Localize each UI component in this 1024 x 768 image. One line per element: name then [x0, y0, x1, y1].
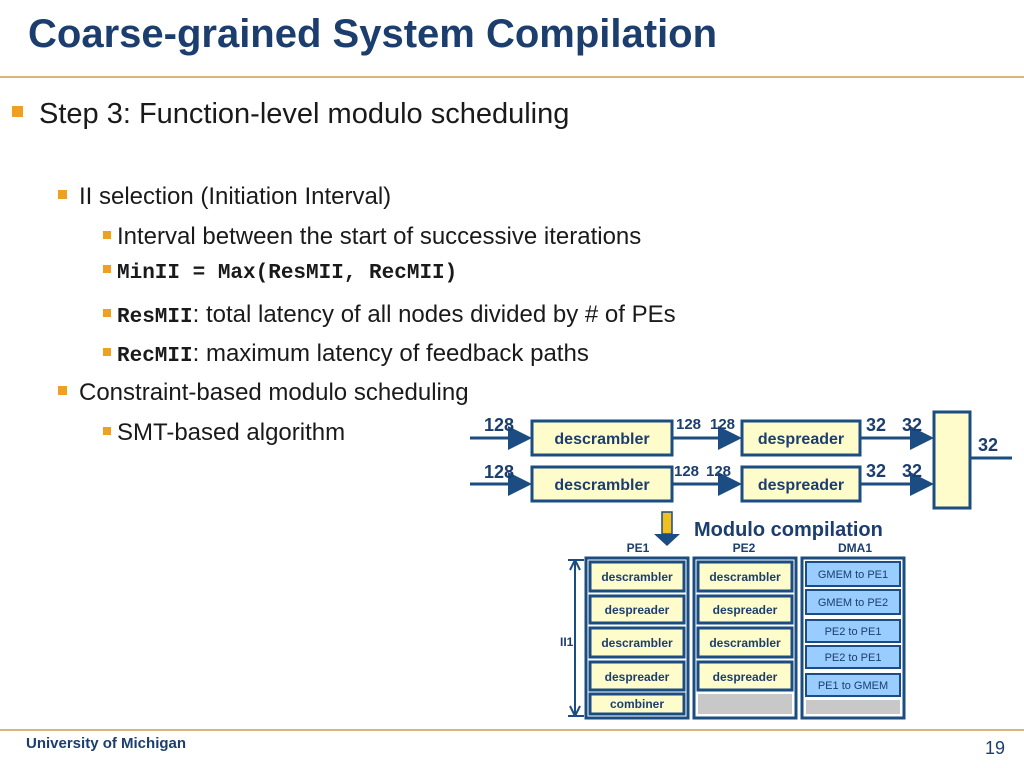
- bullet-code: MinII = Max(ResMII, RecMII): [117, 262, 458, 285]
- dma1-slot-1: [805, 561, 901, 587]
- bullet-square-icon: [103, 348, 111, 356]
- despreader-label: despreader: [758, 431, 844, 448]
- rate-label: 128: [484, 415, 514, 435]
- dma1-slot-3: [805, 619, 901, 643]
- dma1-idle-slot: [806, 700, 900, 714]
- bullet-smt: SMT-based algorithm: [103, 419, 345, 447]
- footer-divider: [0, 729, 1024, 731]
- schedule-header-pe1: PE1: [627, 541, 650, 555]
- compile-arrow-head-icon: [654, 534, 680, 546]
- dma1-slot-label: PE2 to PE1: [825, 626, 882, 638]
- rate-label: 128: [674, 463, 699, 480]
- schedule-header-pe2: PE2: [733, 541, 756, 555]
- pe2-slot-label: descrambler: [709, 570, 781, 584]
- descrambler-block-2: [530, 465, 674, 503]
- pe1-slot-4: [588, 660, 686, 692]
- title-divider: [0, 76, 1024, 78]
- rate-label: 128: [484, 462, 514, 482]
- pe1-slot-2: [588, 594, 686, 625]
- rate-label: 32: [902, 461, 922, 481]
- dma1-slot-5: [805, 673, 901, 697]
- bullet-code: RecMII: [117, 345, 193, 368]
- bullet-text: Step 3: Function-level modulo scheduling: [39, 98, 570, 130]
- bullet-square-icon: [103, 231, 111, 239]
- bullet-text: : maximum latency of feedback paths: [192, 340, 589, 367]
- bullet-interval: Interval between the start of successive…: [103, 223, 641, 251]
- bullet-square-icon: [58, 386, 67, 395]
- slide-title: Coarse-grained System Compilation: [28, 12, 718, 56]
- bullet-step3: Step 3: Function-level modulo scheduling: [12, 98, 569, 131]
- dma1-slot-label: PE1 to GMEM: [818, 680, 888, 692]
- combiner-block: [932, 410, 972, 510]
- bullet-square-icon: [12, 106, 23, 117]
- dma1-slot-2: [805, 589, 901, 615]
- pe1-slot-label: combiner: [610, 697, 664, 711]
- ii-label: II1: [560, 635, 574, 649]
- bullet-code: ResMII: [117, 306, 193, 329]
- footer-organization: University of Michigan: [26, 735, 187, 752]
- bullet-constraint: Constraint-based modulo scheduling: [58, 379, 469, 407]
- bullet-square-icon: [103, 265, 111, 273]
- slide-number: 19: [985, 738, 1006, 758]
- bullet-text: : total latency of all nodes divided by …: [192, 301, 676, 328]
- pe2-slot-3: [696, 626, 794, 659]
- compile-arrow-icon: [661, 511, 673, 535]
- pe1-slot-3: [588, 626, 686, 659]
- rate-label: 32: [902, 415, 922, 435]
- bullet-text: SMT-based algorithm: [117, 419, 346, 446]
- bullet-ii-selection: II selection (Initiation Interval): [58, 183, 391, 211]
- pe2-idle-slot: [698, 694, 792, 714]
- dma1-slot-label: GMEM to PE1: [818, 569, 888, 581]
- bullet-recmii: RecMII : maximum latency of feedback pat…: [103, 340, 589, 368]
- pe2-slot-label: despreader: [713, 603, 778, 617]
- dma1-slot-4: [805, 645, 901, 669]
- compile-label: Modulo compilation: [694, 519, 883, 541]
- pe2-slot-label: despreader: [713, 670, 778, 684]
- dma1-slot-label: GMEM to PE2: [818, 597, 888, 609]
- dma1-slot-label: PE2 to PE1: [825, 652, 882, 664]
- despreader-label: despreader: [758, 477, 844, 494]
- rate-label: 32: [978, 435, 998, 455]
- bullet-text: Constraint-based modulo scheduling: [79, 379, 469, 406]
- pe1-slot-label: despreader: [605, 603, 670, 617]
- pe2-slot-4: [696, 660, 794, 692]
- bullet-minii: MinII = Max(ResMII, RecMII): [103, 262, 457, 285]
- rate-label: 128: [676, 416, 701, 433]
- rate-label: 128: [710, 416, 735, 433]
- descrambler-label: descrambler: [554, 477, 649, 494]
- bullet-square-icon: [58, 190, 67, 199]
- pe2-slot-label: descrambler: [709, 636, 781, 650]
- rate-label: 32: [866, 415, 886, 435]
- pe1-slot-label: despreader: [605, 670, 670, 684]
- pe1-slot-label: descrambler: [601, 570, 673, 584]
- pe1-slot-5: [588, 692, 686, 716]
- ii-bracket-arrows-icon: [569, 559, 581, 717]
- pe2-slot-2: [696, 594, 794, 625]
- despreader-block-1: [740, 419, 862, 457]
- pe2-slot-1: [696, 560, 794, 593]
- bullet-square-icon: [103, 309, 111, 317]
- pe1-slot-label: descrambler: [601, 636, 673, 650]
- rate-label: 128: [706, 463, 731, 480]
- pe1-slot-1: [588, 560, 686, 593]
- schedule-header-dma1: DMA1: [838, 541, 872, 555]
- rate-label: 32: [866, 461, 886, 481]
- bullet-text: Interval between the start of successive…: [117, 223, 642, 250]
- descrambler-label: descrambler: [554, 431, 649, 448]
- bullet-text: II selection (Initiation Interval): [79, 183, 392, 210]
- bullet-square-icon: [103, 427, 111, 435]
- bullet-resmii: ResMII : total latency of all nodes divi…: [103, 301, 676, 329]
